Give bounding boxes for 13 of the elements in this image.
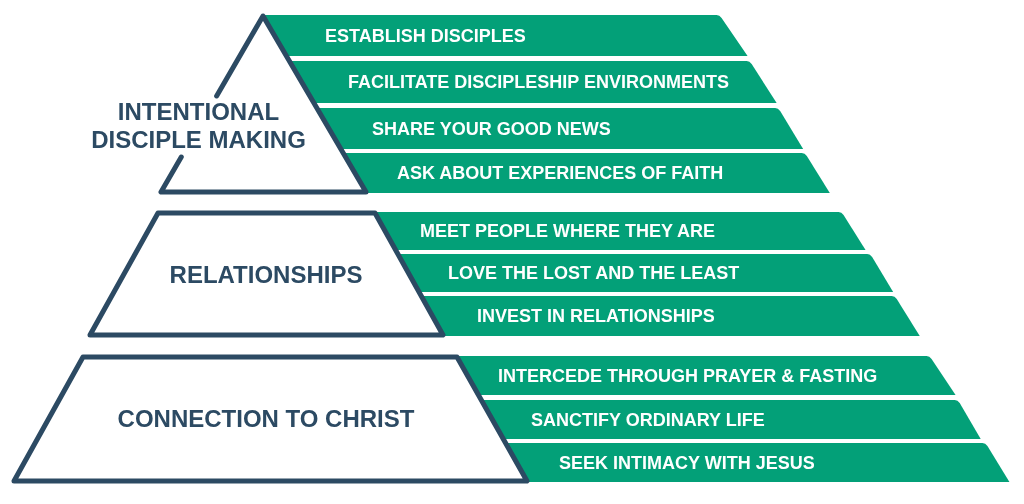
tier-heading: INTENTIONAL DISCIPLE MAKING — [90, 98, 307, 154]
band-label: SANCTIFY ORDINARY LIFE — [531, 408, 765, 431]
band-label: SEEK INTIMACY WITH JESUS — [559, 451, 815, 474]
tier-heading: RELATIONSHIPS — [169, 261, 363, 289]
band-label: LOVE THE LOST AND THE LEAST — [448, 262, 740, 284]
band-label: FACILITATE DISCIPLESHIP ENVIRONMENTS — [348, 71, 730, 93]
band-label: ESTABLISH DISCIPLES — [325, 24, 526, 47]
band-label: INTERCEDE THROUGH PRAYER & FASTING — [498, 364, 878, 387]
tier-heading: CONNECTION TO CHRIST — [117, 405, 415, 433]
band-label: INVEST IN RELATIONSHIPS — [477, 305, 715, 327]
band-label: ASK ABOUT EXPERIENCES OF FAITH — [397, 162, 724, 184]
band-label: MEET PEOPLE WHERE THEY ARE — [420, 220, 716, 242]
band-label: SHARE YOUR GOOD NEWS — [372, 117, 611, 140]
